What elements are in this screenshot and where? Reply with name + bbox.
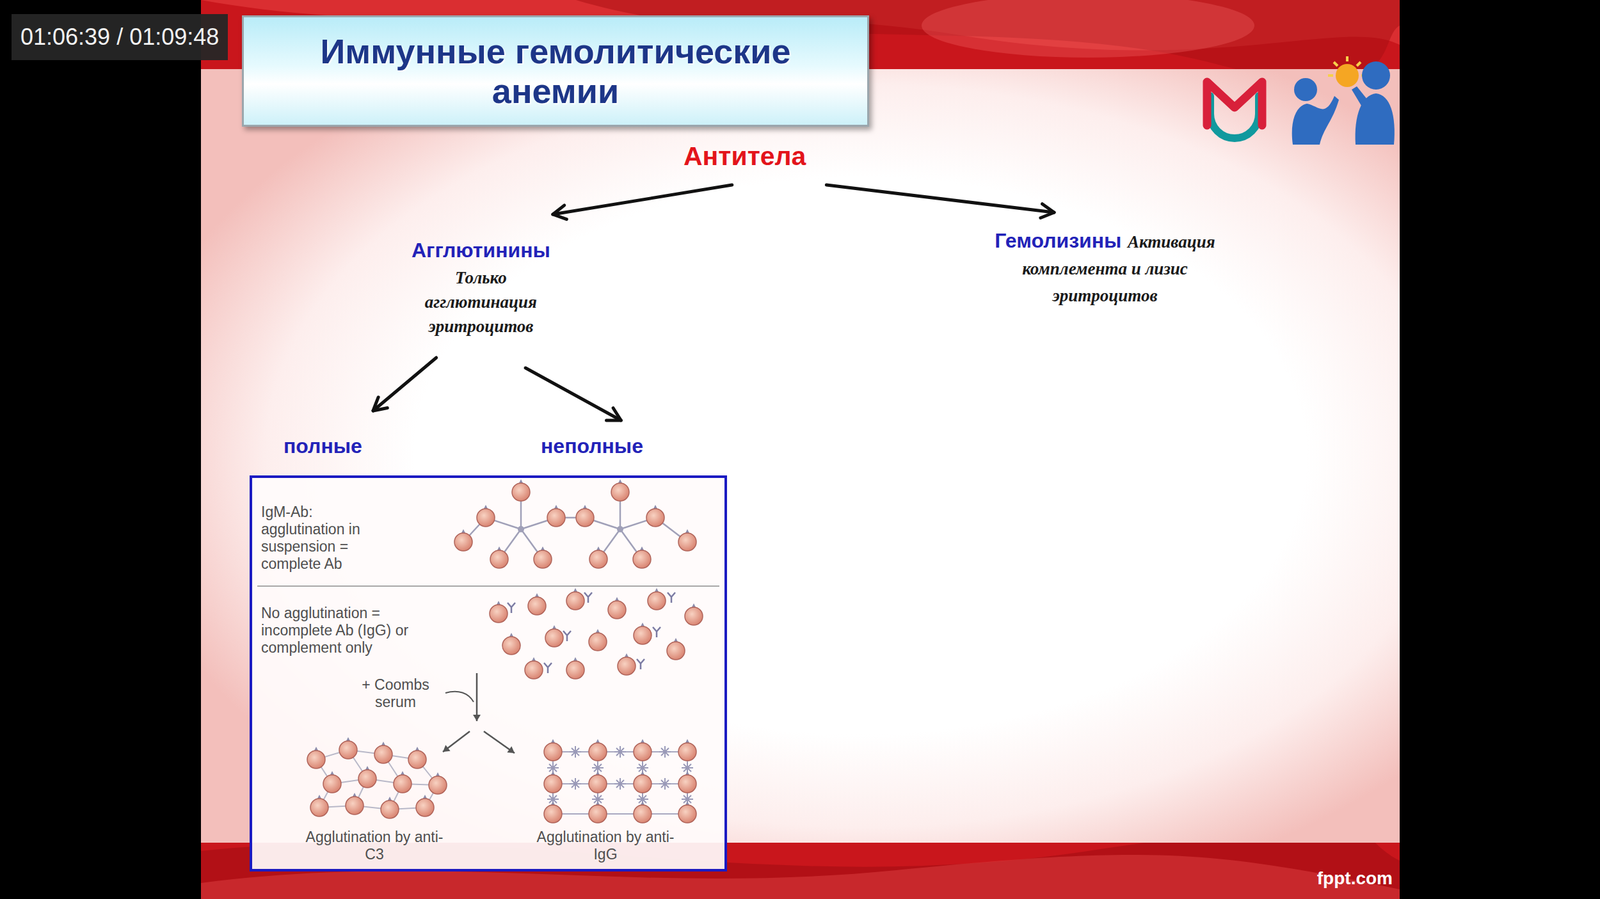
root-label: Антитела: [680, 140, 809, 173]
node-heading: Агглютинины: [411, 237, 551, 264]
illustration-caption: No agglutination = incomplete Ab (IgG) o…: [261, 604, 415, 657]
illustration-frame: IgM-Ab: agglutination in suspension = co…: [249, 475, 728, 872]
slide-title: Иммунные гемолитические анемии: [256, 31, 855, 111]
arrow-connector: [552, 184, 733, 215]
arrow-connector: [373, 357, 437, 411]
watermark: fppt.com: [1277, 867, 1393, 890]
arrow-connector: [826, 184, 1055, 213]
node-heading: неполные: [540, 433, 644, 459]
node-heading: Гемолизины: [994, 229, 1122, 253]
illustration-caption: IgM-Ab: agglutination in suspension = co…: [261, 503, 383, 573]
illustration-caption: Agglutination by anti-IgG: [531, 828, 680, 864]
illustration-caption: Agglutination by anti-C3: [302, 828, 447, 864]
title-box: Иммунные гемолитические анемии: [241, 15, 870, 127]
node-description: Только агглютинация эритроцитов: [424, 265, 537, 339]
subtype-node: неполные: [538, 433, 646, 459]
node-heading: Антитела: [680, 140, 809, 173]
subtype-node: полные: [280, 433, 365, 459]
arrow-connector: [525, 368, 621, 421]
illustration-caption: + Coombs serum: [353, 676, 438, 712]
category-node: ГемолизиныАктивация комплемента и лизис …: [989, 227, 1221, 311]
video-timestamp: 01:06:39 / 01:09:48: [11, 14, 228, 61]
node-heading: полные: [283, 433, 363, 459]
category-node: АгглютининыТолько агглютинация эритроцит…: [408, 237, 553, 339]
